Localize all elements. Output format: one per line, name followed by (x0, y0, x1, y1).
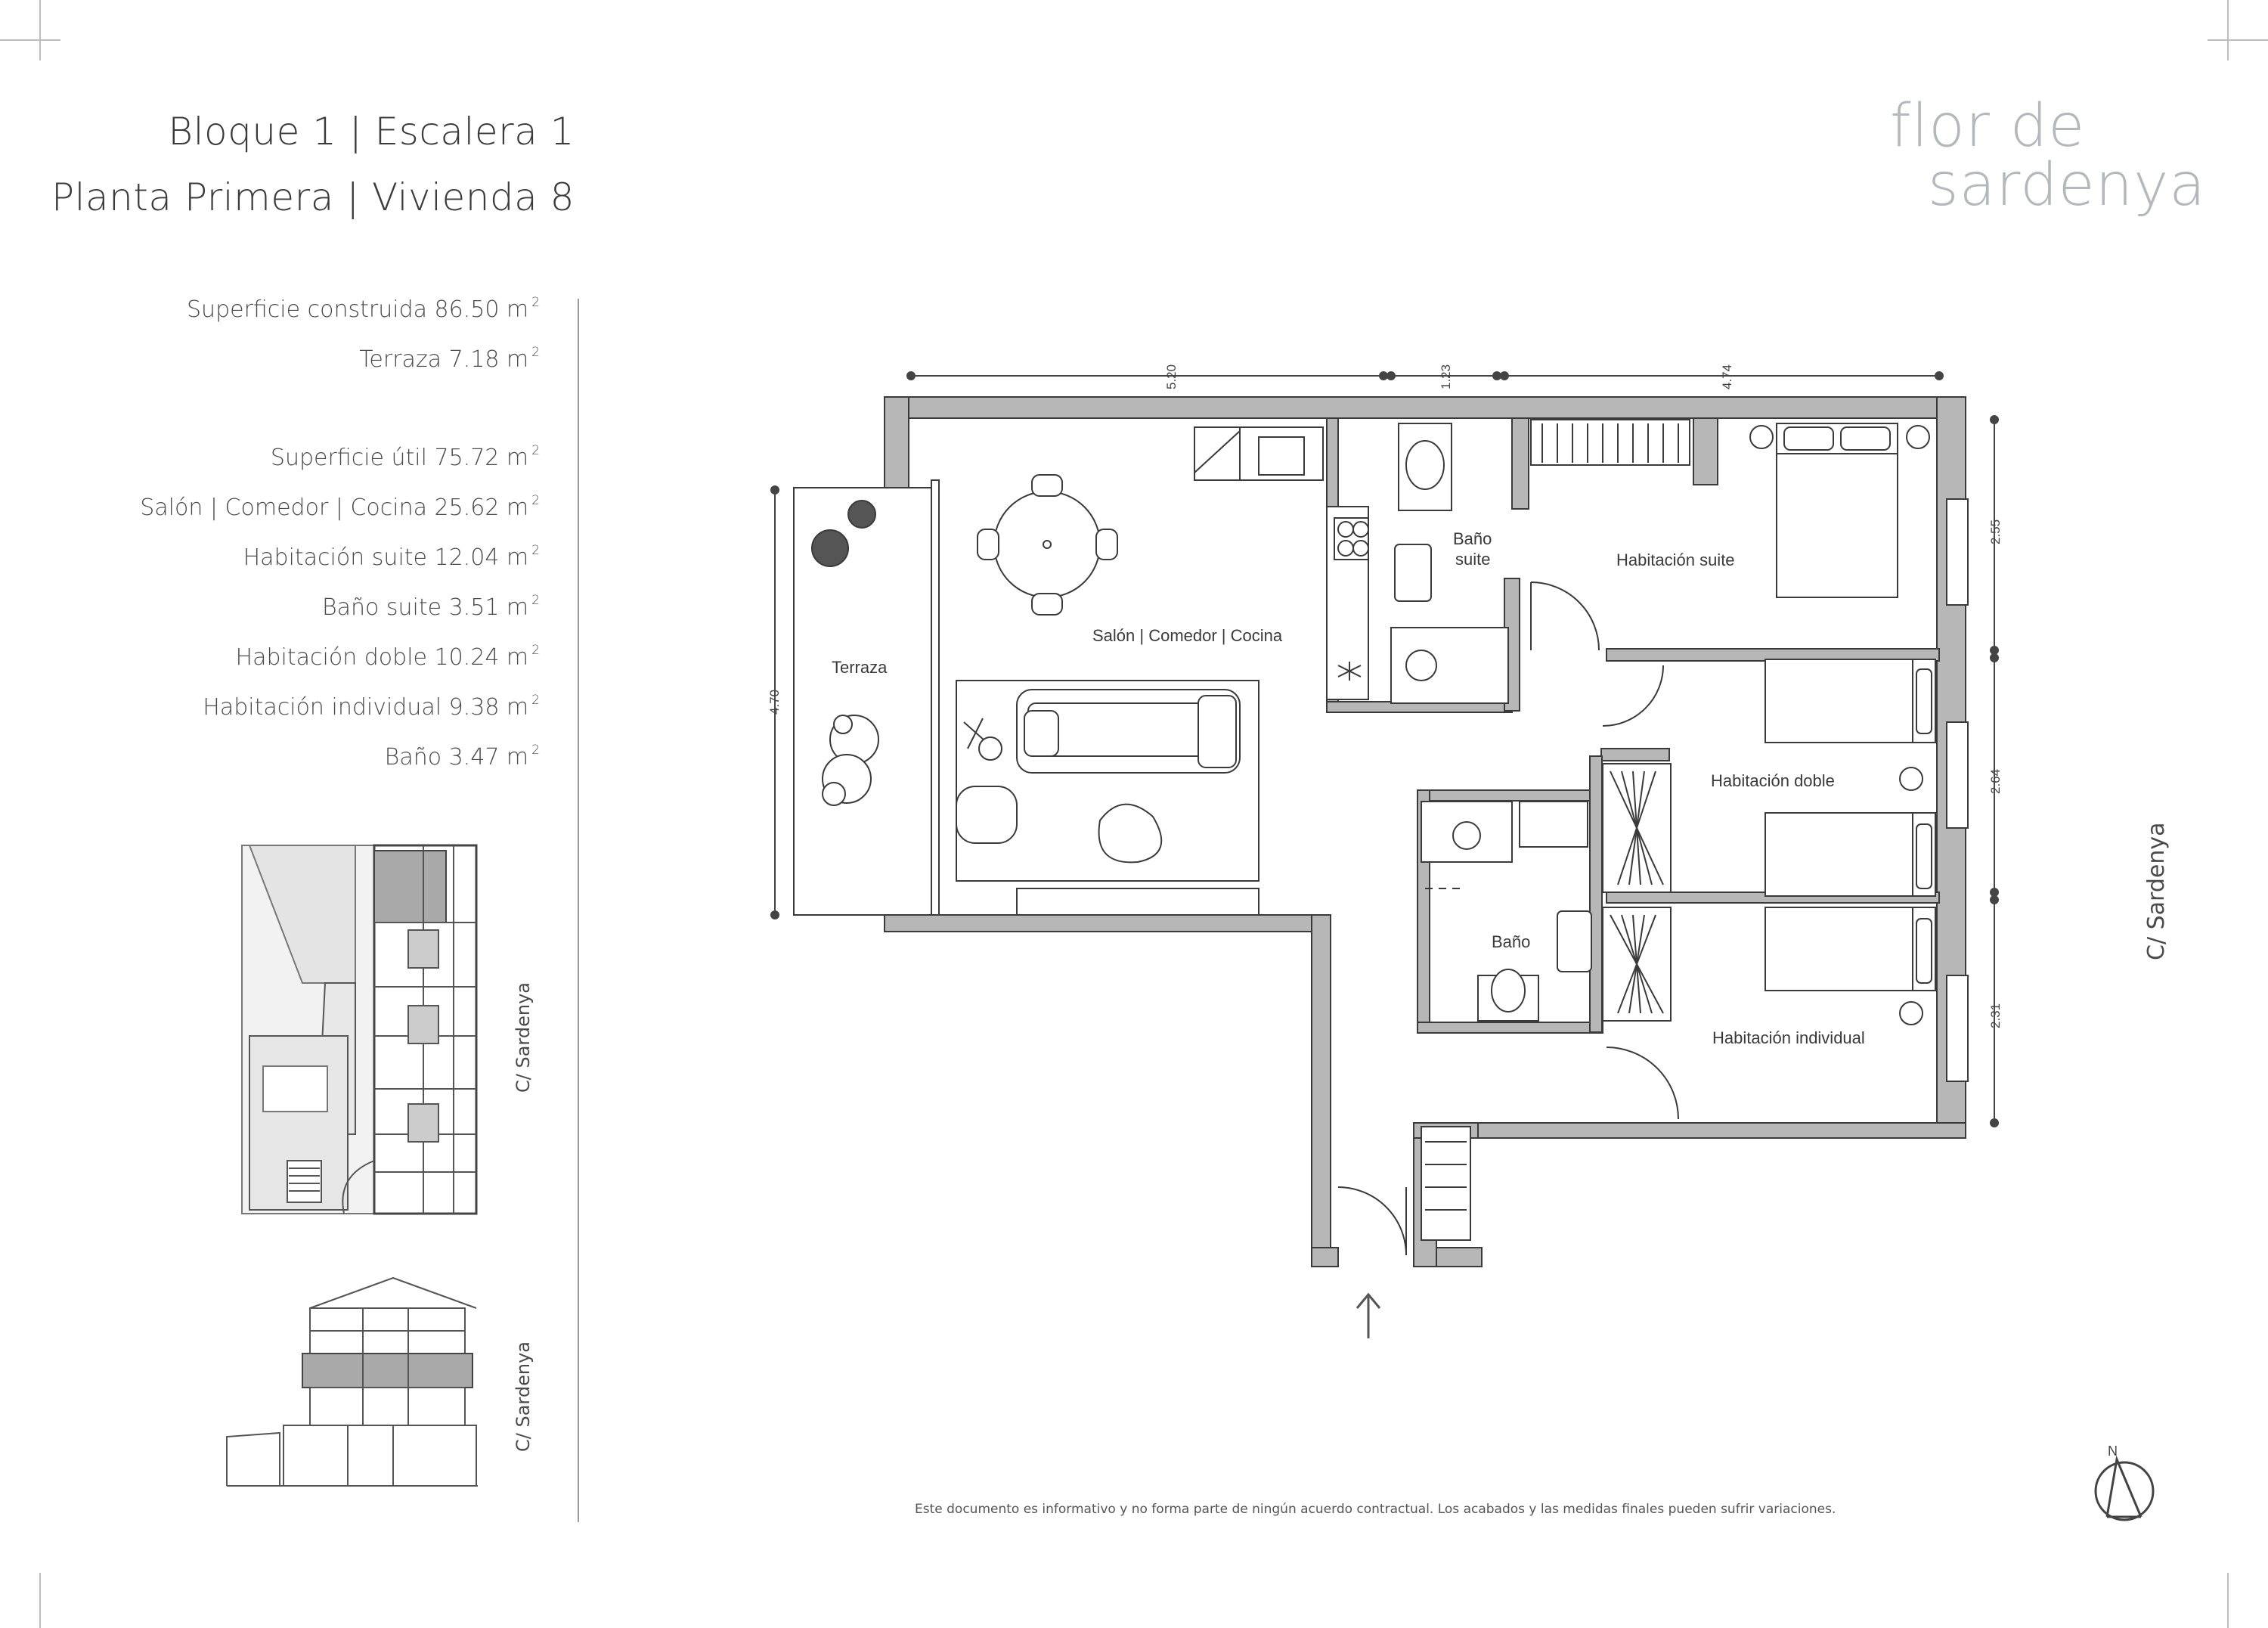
dining-table (977, 474, 1118, 616)
beds (1749, 423, 1936, 1025)
dim-right-3: 2.31 (1988, 1003, 2003, 1028)
logo-line-2: sardenya (1928, 151, 2207, 219)
crop-mark (2208, 39, 2268, 41)
vertical-divider (578, 299, 579, 1522)
room-label-bano-suite-1: Baño (1453, 529, 1492, 548)
bath-fixtures (1421, 801, 1592, 1022)
doors (1337, 581, 1679, 1256)
room-label-salon: Salón | Comedor | Cocina (1092, 626, 1283, 645)
crop-mark (2227, 1573, 2229, 1628)
block-title: Bloque 1 | Escalera 1 (168, 110, 575, 153)
compass-icon (2094, 1455, 2155, 1521)
unit-highlight (373, 850, 447, 923)
room-label-terraza: Terraza (832, 658, 888, 677)
dim-right-2: 2.64 (1988, 769, 2003, 794)
room-label-hab-individual: Habitación individual (1712, 1028, 1865, 1047)
street-label-keyplan: C/ Sardenya (513, 982, 534, 1093)
crop-mark (39, 1573, 41, 1628)
room-label-hab-doble: Habitación doble (1711, 771, 1835, 790)
street-label-section: C/ Sardenya (513, 1341, 534, 1452)
dim-right-1: 2.55 (1988, 519, 2003, 544)
crop-mark (39, 0, 41, 60)
living-area (956, 680, 1259, 882)
entrance-arrow-icon (1356, 1292, 1381, 1338)
wardrobes (1421, 419, 1690, 1241)
room-label-hab-suite: Habitación suite (1616, 550, 1735, 569)
room-label-bano: Baño (1492, 932, 1530, 951)
crop-mark (2227, 0, 2229, 60)
street-label-plan: C/ Sardenya (2143, 823, 2170, 960)
section-elevation (226, 1276, 478, 1487)
dimension-lines (770, 371, 1999, 1127)
compass-label: N (2108, 1443, 2118, 1459)
disclaimer-text: Este documento es informativo y no forma… (915, 1502, 1836, 1517)
logo-line-1: flor de (1890, 92, 2086, 160)
dim-top-1: 5.20 (1164, 364, 1179, 389)
unit-title: Planta Primera | Vivienda 8 (51, 175, 575, 219)
kitchen (1194, 426, 1369, 700)
bath-suite-fixtures (1390, 423, 1520, 704)
terrace (793, 487, 932, 916)
key-plan (241, 844, 478, 1215)
brand-logo: flor de sardenya (1890, 97, 2206, 215)
dim-top-3: 4.74 (1720, 364, 1734, 389)
dim-left: 4.70 (767, 690, 782, 715)
crop-mark (0, 39, 60, 41)
room-label-bano-suite-2: suite (1455, 550, 1490, 569)
dim-top-2: 1.23 (1439, 364, 1453, 389)
